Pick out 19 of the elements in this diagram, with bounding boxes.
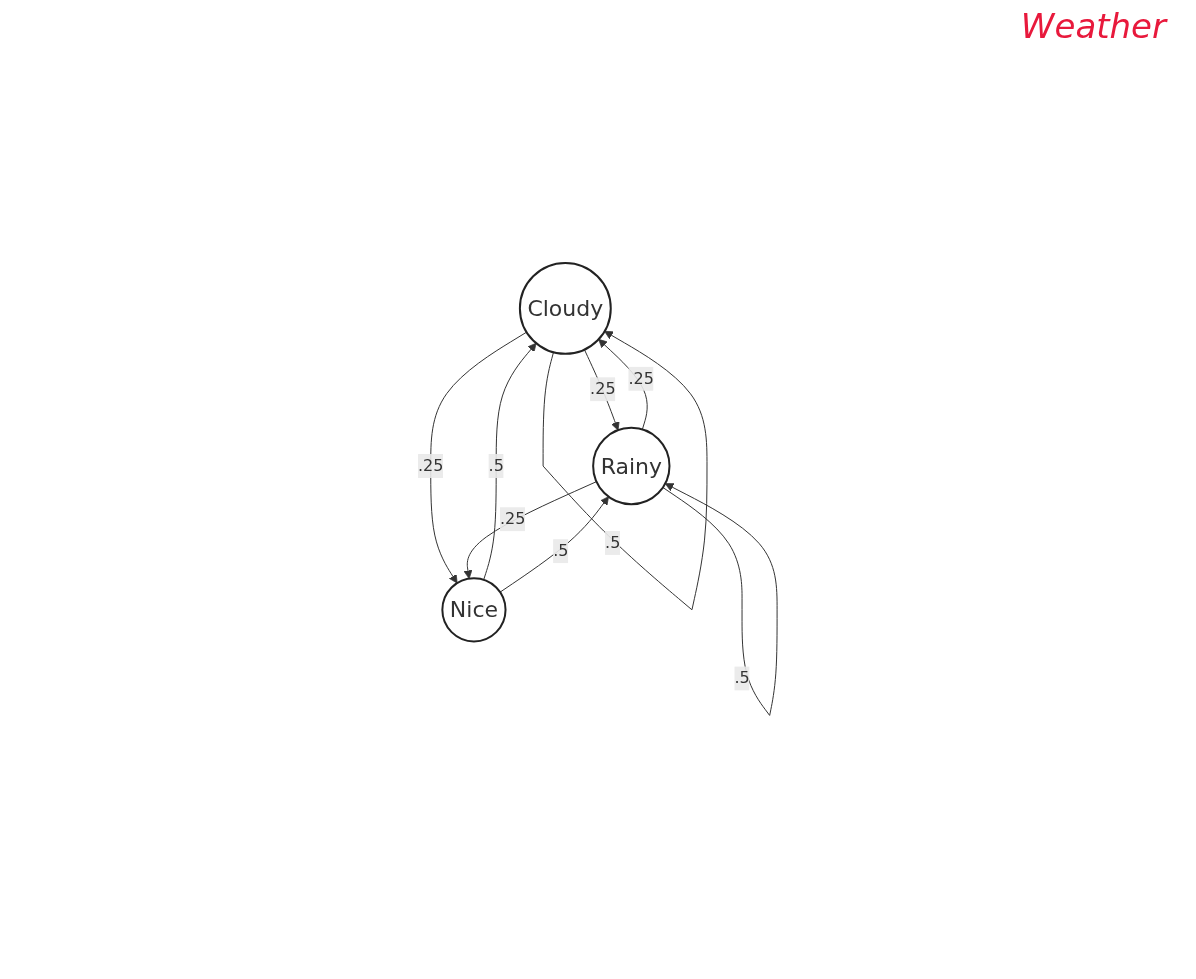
edge-label: .25 [628,369,655,389]
arrow [464,481,598,580]
edge-label: .5 [605,533,621,553]
arrow [483,343,537,581]
arrow [500,496,610,593]
title: Weather [1020,6,1166,46]
edge-label: .5 [734,668,751,688]
edge-label: .25 [418,456,444,476]
node-circle: Rainy [592,427,671,506]
arrow [430,331,528,584]
node-circle: Nice [441,577,507,643]
arrow [543,331,708,611]
edge-label: .25 [500,509,526,529]
edge-label: .5 [489,456,505,476]
edge-label: .5 [553,541,569,561]
arrow [584,349,620,431]
arrow [662,483,779,717]
node-circle: Cloudy [519,262,613,356]
edge-label: .25 [590,379,617,399]
